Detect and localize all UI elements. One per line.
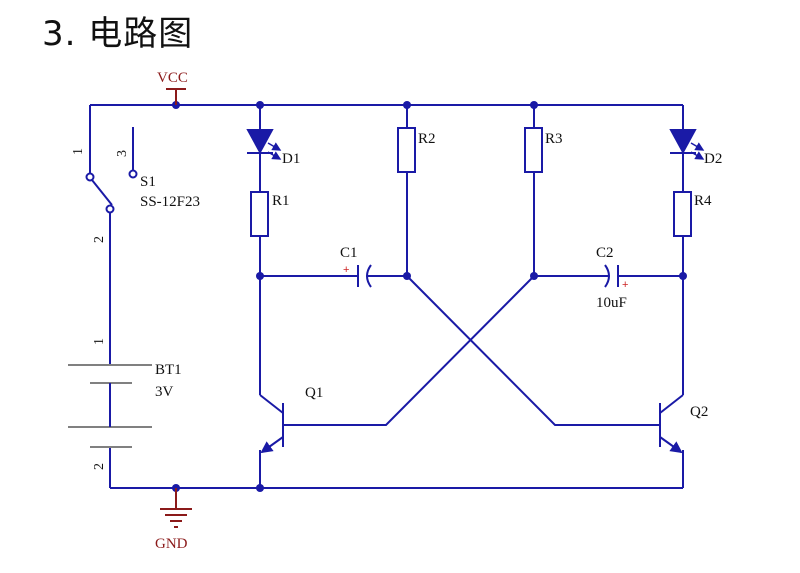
resistor-r4 [673,191,692,237]
wires [89,104,684,489]
transistor-q1-label: Q1 [305,385,323,401]
resistor-r4-label: R4 [694,193,712,209]
switch-s1 [85,127,138,214]
resistor-r1-label: R1 [272,193,290,209]
junction-dot [403,101,411,109]
capacitor-c2-value: 10uF [596,295,627,311]
capacitor-c2-label: C2 [596,245,614,261]
vcc-symbol [166,88,186,105]
junction-dot [256,272,264,280]
junction-dot [256,484,264,492]
gnd-label: GND [155,536,188,552]
led-d1-label: D1 [282,151,300,167]
junction-dot [403,272,411,280]
switch-part: SS-12F23 [140,194,200,210]
junction-dot [679,272,687,280]
transistor-q2-label: Q2 [690,404,708,420]
junction-dot [256,101,264,109]
led-d1 [246,129,282,160]
switch-pin-1: 1 [71,148,86,155]
junction-dot [530,101,538,109]
wire-q1-base [290,275,535,426]
capacitor-c1-plus: + [343,264,349,276]
gnd-symbol [160,488,192,528]
capacitor-c2 [604,264,619,288]
vcc-label: VCC [157,70,188,86]
capacitor-c2-plus: + [622,279,628,291]
resistor-r3 [524,127,543,173]
capacitor-c1 [357,264,372,288]
led-d2 [669,129,705,160]
capacitor-c1-label: C1 [340,245,358,261]
resistor-r2-label: R2 [418,131,436,147]
battery-pin-2: 2 [92,463,107,470]
wire-q2-base [406,275,652,426]
battery-bt1 [68,340,152,448]
switch-ref: S1 [140,174,156,190]
resistor-r3-label: R3 [545,131,563,147]
switch-pin-2: 2 [92,236,107,243]
resistor-r1 [250,191,269,237]
transistor-q1 [259,394,290,454]
junction-dot [530,272,538,280]
transistor-q2 [652,394,684,454]
battery-ref: BT1 [155,362,182,378]
led-d2-label: D2 [704,151,722,167]
page-title: 3. 电路图 [42,14,194,54]
battery-pin-1: 1 [92,338,107,345]
junctions [172,101,687,492]
resistor-r2 [397,127,416,173]
switch-pin-3: 3 [115,150,130,157]
battery-value: 3V [155,384,174,400]
